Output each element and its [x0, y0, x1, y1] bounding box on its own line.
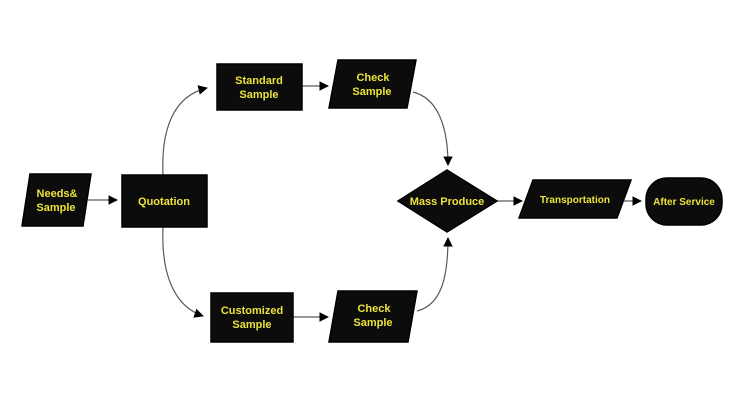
node-check-sample-bottom: Check Sample: [328, 290, 418, 343]
node-after-service: After Service: [645, 177, 723, 226]
quotation-shape: [121, 174, 208, 228]
check-sample-bottom-label-line2: Sample: [353, 317, 392, 329]
check-sample-top-label-line2: Sample: [352, 86, 391, 98]
needs-sample-shape: [21, 173, 92, 227]
edge-quotation-to-customized: [162, 226, 204, 318]
mass-produce-label: Mass Produce: [410, 196, 485, 208]
standard-sample-shape: [216, 63, 303, 111]
transportation-label: Transportation: [540, 195, 610, 206]
node-check-sample-top: Check Sample: [328, 59, 417, 109]
standard-sample-label-line2: Sample: [239, 89, 278, 101]
mass-produce-shape: [396, 169, 499, 233]
transportation-shape: [517, 179, 633, 219]
edge-checktop-to-massproduce: [412, 91, 453, 166]
edge-checkbottom-to-massproduce: [416, 237, 453, 312]
quotation-label: Quotation: [138, 196, 190, 208]
node-needs-sample: Needs& Sample: [21, 173, 92, 227]
customized-sample-label-line1: Customized: [221, 305, 283, 317]
standard-sample-label-line1: Standard: [235, 75, 283, 87]
node-transportation: Transportation: [517, 179, 633, 219]
check-sample-bottom-label-line1: Check: [357, 303, 391, 315]
customized-sample-shape: [210, 292, 294, 343]
edges: [88, 81, 642, 322]
node-quotation: Quotation: [121, 174, 208, 228]
needs-sample-label-line1: Needs&: [37, 188, 78, 200]
after-service-label: After Service: [653, 197, 715, 208]
after-service-shape: [645, 177, 723, 226]
node-customized-sample: Customized Sample: [210, 292, 294, 343]
check-sample-top-label-line1: Check: [356, 72, 390, 84]
needs-sample-label-line2: Sample: [36, 202, 75, 214]
check-sample-bottom-shape: [328, 290, 418, 343]
customized-sample-label-line2: Sample: [232, 319, 271, 331]
node-standard-sample: Standard Sample: [216, 63, 303, 111]
edge-quotation-to-standard: [162, 85, 208, 176]
check-sample-top-shape: [328, 59, 417, 109]
node-mass-produce: Mass Produce: [396, 169, 499, 233]
